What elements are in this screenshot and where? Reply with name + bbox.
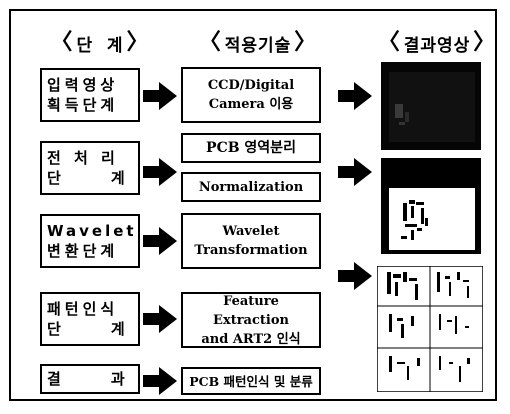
tech-box-normalization: Normalization [181,172,321,202]
header-result-label: 결과영상 [403,35,471,56]
stage-label-line1: 패턴인식 [47,300,119,318]
stage-label-line2: 획득단계 [47,96,119,114]
result-image-acquired [381,62,481,150]
stage-label-line1: 결 과 [47,370,129,388]
stage-box-pattern: 패턴인식 단 계 [40,292,140,346]
arrow-right-icon [143,305,177,333]
result-image-wavelet [377,266,483,392]
result-image-separated [381,158,481,254]
diagram-frame [9,9,497,401]
tech-box-feature-extraction: Feature Extraction and ART2 인식 [181,292,321,348]
stage-box-acquisition: 입력영상 획득단계 [40,68,140,122]
stage-label-line2: 변환단계 [47,242,119,260]
stage-label-line2: 단 계 [47,320,129,338]
arrow-right-icon [143,367,177,395]
arrow-right-icon [338,82,372,110]
header-stage: 〈 단 계 〉 [50,30,150,56]
stage-box-wavelet: Wavelet 변환단계 [40,214,140,268]
header-result: 〈 결과영상 〉 [377,30,497,56]
tech-label-line1: CCD/Digital [207,78,295,93]
arrow-right-icon [143,82,177,110]
arrow-right-icon [338,158,372,186]
tech-label-line1: Normalization [198,179,304,195]
tech-label-line2: Transformation [194,243,308,258]
arrow-right-icon [143,158,177,186]
stage-label-line1: 전 처 리 [47,149,119,167]
tech-label-line1: PCB 패턴인식 및 분류 [189,373,313,389]
tech-box-wavelet: Wavelet Transformation [181,213,321,269]
tech-box-classification: PCB 패턴인식 및 분류 [181,367,321,395]
header-tech: 〈 적용기술 〉 [198,30,318,56]
stage-label-line1: 입력영상 [47,76,119,94]
tech-box-camera: CCD/Digital Camera 이용 [181,67,321,123]
arrow-right-icon [338,262,372,290]
stage-box-preprocessing: 전 처 리 단 계 [40,141,140,195]
tech-label-line2: and ART2 인식 [201,331,301,347]
stage-box-result: 결 과 [40,364,140,394]
tech-label-line1: PCB 영역분리 [206,139,296,156]
stage-label-line1: Wavelet [47,222,137,240]
stage-label-line2: 단 계 [47,169,129,187]
arrow-right-icon [143,227,177,255]
header-stage-label: 단 계 [76,35,124,56]
header-tech-label: 적용기술 [224,35,292,56]
tech-label-line1: Feature Extraction [213,293,289,328]
tech-label-line1: Wavelet [222,224,280,239]
tech-box-pcb-separation: PCB 영역분리 [181,133,321,163]
tech-label-line2: Camera 이용 [208,97,294,112]
